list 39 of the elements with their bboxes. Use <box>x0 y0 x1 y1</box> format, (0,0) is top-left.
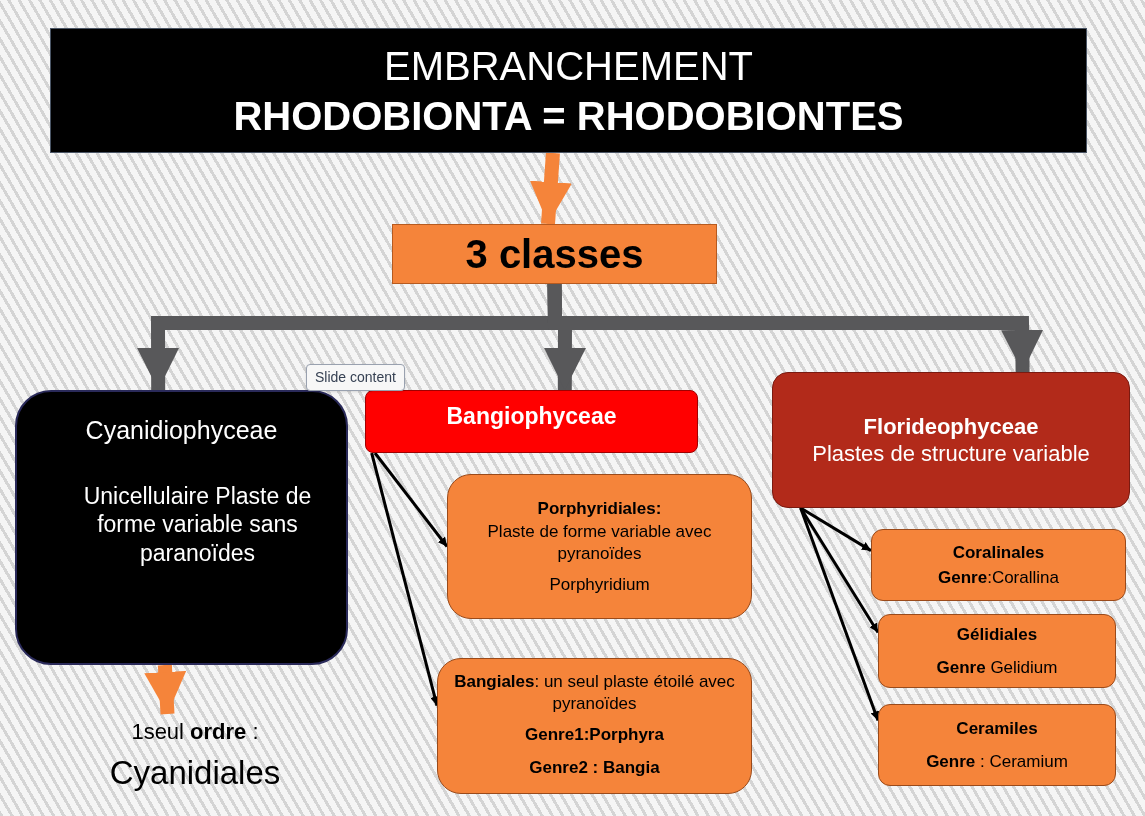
node-text: Genre2 : Bangia <box>529 757 660 780</box>
node-title: 1seul ordre : <box>131 717 259 746</box>
node-text: Unicellulaire Plaste de forme variable sans paranoïdes <box>82 481 313 568</box>
node-text: Plastes de structure variable <box>811 440 1091 468</box>
block-arrow <box>529 152 572 225</box>
node-title: 3 classes <box>465 231 644 278</box>
order-box <box>437 658 752 794</box>
node-text: Porphyridium <box>549 573 650 596</box>
arrow <box>373 452 449 548</box>
classes-box <box>392 224 717 284</box>
node-title: Ceramiles <box>956 717 1038 740</box>
node-text: RHODOBIONTA = RHODOBIONTES <box>233 92 904 140</box>
node-title: Gélidiales <box>956 623 1038 646</box>
tooltip: Slide content <box>306 364 405 391</box>
node-text: Cyanidiales <box>109 752 281 793</box>
node-title: Coralinales <box>952 541 1045 564</box>
node-text: Plaste de forme variable avec pyranoïdes <box>486 521 713 564</box>
node-title: Bangiophyceae <box>446 402 617 431</box>
node-title: EMBRANCHEMENT <box>384 42 753 90</box>
class-box <box>772 372 1130 508</box>
class-box <box>15 390 348 665</box>
node-title: Cyanidiophyceae <box>85 415 278 446</box>
title-box <box>50 28 1087 153</box>
class-box <box>365 390 698 453</box>
order-box <box>447 474 752 619</box>
block-arrow <box>547 283 1044 373</box>
node-title: Florideophyceae <box>863 412 1039 440</box>
arrow <box>799 507 880 634</box>
block-arrow <box>144 664 187 715</box>
node-text: Genre:Corallina <box>938 567 1059 589</box>
order-box <box>871 529 1126 601</box>
node-text: Genre Gelidium <box>936 657 1058 679</box>
order-box <box>878 614 1116 688</box>
node-text: Genre : Ceramium <box>926 751 1068 773</box>
node-title: Porphyridiales: <box>537 497 662 520</box>
order-box <box>878 704 1116 786</box>
arrow <box>799 507 880 721</box>
node-title: Bangiales: un seul plaste étoilé avec pyranoïdes <box>453 671 736 714</box>
node-text: Genre1:Porphyra <box>525 723 664 746</box>
